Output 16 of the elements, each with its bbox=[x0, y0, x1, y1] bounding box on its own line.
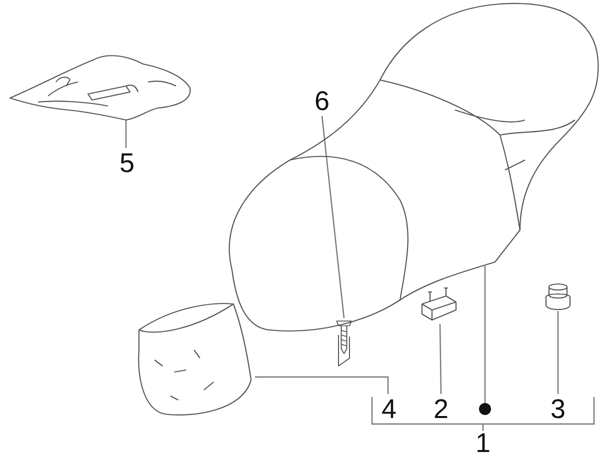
leader-dot bbox=[479, 403, 491, 415]
screw-drawing bbox=[333, 318, 355, 366]
leader-line bbox=[321, 116, 345, 318]
leader-line bbox=[255, 376, 389, 394]
callout-number: 5 bbox=[114, 148, 140, 178]
callout-number: 6 bbox=[309, 86, 335, 116]
leader-line bbox=[125, 120, 127, 148]
callout-number: 4 bbox=[376, 394, 402, 424]
buffer-drawing bbox=[545, 283, 571, 311]
leader-line bbox=[484, 266, 486, 403]
callout-number: 3 bbox=[545, 394, 571, 424]
tool-kit-drawing bbox=[8, 52, 193, 120]
callout-number: 2 bbox=[428, 394, 454, 424]
leader-line bbox=[439, 324, 442, 394]
callout-number: 1 bbox=[474, 428, 492, 458]
leader-line bbox=[557, 311, 559, 394]
